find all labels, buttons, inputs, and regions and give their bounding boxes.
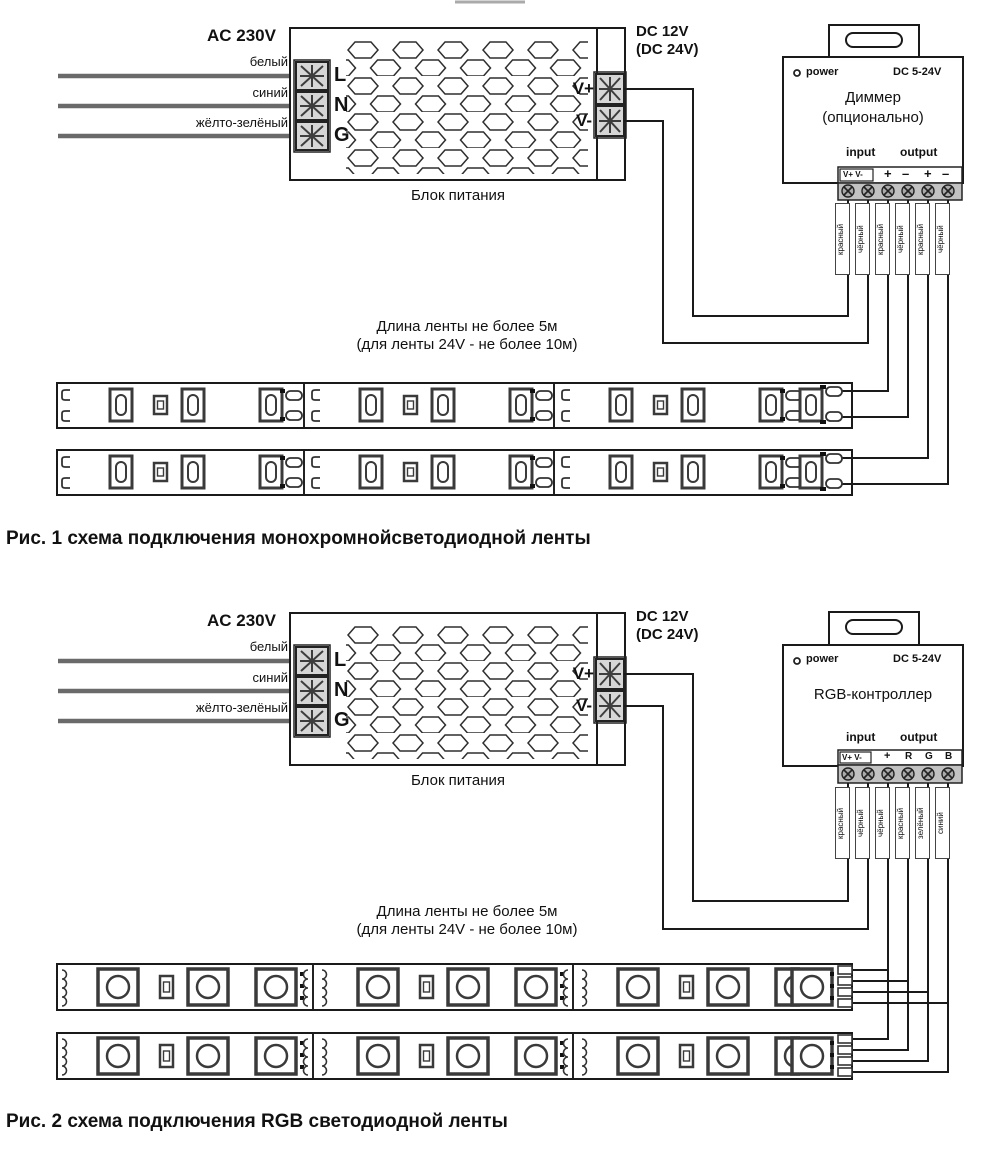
- fig1-power-supply: [289, 27, 627, 181]
- fig1-wire-label-white: белый: [249, 54, 288, 69]
- fig1-dimmer-voltage-range: DC 5-24V: [893, 66, 942, 78]
- fig1-wire-color-label-2: чёрный: [855, 203, 870, 275]
- fig1-dimmer-output-terminal-4: –: [942, 166, 950, 181]
- fig2-wire-color-label-6: синий: [935, 787, 950, 859]
- fig1-terminal-N: N: [334, 94, 349, 116]
- fig2-terminal-vplus: V+: [572, 664, 594, 683]
- fig2-controller-power-label: power: [806, 653, 839, 665]
- fig2-wire-label-white: белый: [249, 639, 288, 654]
- fig1-wire-color-label-3: красный: [875, 203, 890, 275]
- fig2-controller-output-terminal-1: +: [884, 750, 891, 762]
- fig1-ac-voltage-label: AC 230V: [207, 26, 276, 45]
- fig2-terminal-N: N: [334, 679, 349, 701]
- fig2-ac-wires: [58, 658, 300, 724]
- fig1-terminal-vminus: V-: [575, 111, 592, 130]
- fig2-psu-caption: Блок питания: [411, 772, 505, 789]
- fig1-psu-vent-grille: [346, 40, 588, 174]
- fig2-controller-title: RGB-контроллер: [813, 686, 933, 703]
- fig2-terminal-vminus: V-: [575, 696, 592, 715]
- fig1-dc-voltage-label-line2: (DC 24V): [636, 41, 699, 58]
- fig1-dimmer-input-terminal-label: V+ V-: [843, 170, 863, 179]
- fig1-dimmer-output-label: output: [900, 145, 938, 159]
- fig1-dimmer-output-terminal-1: +: [884, 166, 892, 181]
- fig2-terminal-L: L: [334, 649, 347, 671]
- fig2-power-supply: [289, 612, 627, 766]
- fig2-ac-voltage-label: AC 230V: [207, 611, 276, 630]
- fig1-dimmer-output-terminal-2: –: [902, 166, 910, 181]
- fig1-terminal-G: G: [334, 124, 350, 146]
- fig1-wire-label-yellow-green: жёлто-зелёный: [195, 115, 288, 130]
- fig1-led-strip-1: [56, 382, 853, 429]
- fig2-strip-2-end-connector: [790, 1034, 853, 1077]
- fig1-dimmer-output-terminal-3: +: [924, 166, 932, 181]
- fig2-dc-voltage-label-line2: (DC 24V): [636, 626, 699, 643]
- fig2-controller-output-terminal-3: G: [925, 751, 933, 762]
- fig1-caption: Рис. 1 схема подключения монохромнойсвет…: [6, 528, 591, 549]
- fig1-dimmer-power-label: power: [806, 66, 839, 78]
- fig2-caption: Рис. 2 схема подключения RGB светодиодно…: [6, 1111, 508, 1132]
- fig2-led-strip-2: [56, 1032, 853, 1080]
- fig1-dimmer-title-line2: (опционально): [822, 109, 924, 126]
- fig2-wire-label-yellow-green: жёлто-зелёный: [195, 700, 288, 715]
- fig2-wire-label-blue: синий: [252, 670, 288, 685]
- fig2-controller-output-terminal-2: R: [905, 751, 913, 762]
- fig2-wire-color-label-5: зелёный: [915, 787, 930, 859]
- fig2-controller-input-label: input: [846, 730, 876, 744]
- fig2-controller-voltage-range: DC 5-24V: [893, 653, 942, 665]
- fig1-strip-1-end-connector: [798, 385, 843, 424]
- fig1-led-strip-2: [56, 449, 853, 496]
- fig1-psu-caption: Блок питания: [411, 187, 505, 204]
- fig2-strip-note-line1: Длина ленты не более 5м: [376, 903, 558, 920]
- fig1-wire-color-label-5: красный: [915, 203, 930, 275]
- fig2-wire-color-label-4: красный: [895, 787, 910, 859]
- fig1-strip-note-line2: (для ленты 24V - не более 10м): [356, 336, 578, 353]
- fig2-terminal-G: G: [334, 709, 350, 731]
- fig2-wire-color-label-1: красный: [835, 787, 850, 859]
- fig1-dimmer-input-label: input: [846, 145, 876, 159]
- power-led-icon: [793, 69, 801, 77]
- fig2-strip-1-end-connector: [790, 965, 853, 1008]
- fig1-strip-2-end-connector: [798, 452, 843, 491]
- fig2-controller-output-label: output: [900, 730, 938, 744]
- fig2-wire-color-label-3: чёрный: [875, 787, 890, 859]
- fig2-strip-note-line2: (для ленты 24V - не более 10м): [356, 921, 578, 938]
- fig1-dc-voltage-label-line1: DC 12V: [636, 23, 689, 40]
- fig1-dimmer-box: [782, 24, 964, 201]
- fig1-terminal-L: L: [334, 64, 347, 86]
- fig1-wire-color-label-4: чёрный: [895, 203, 910, 275]
- fig1-dimmer-title-line1: Диммер: [845, 89, 901, 106]
- fig2-led-strip-1: [56, 963, 853, 1011]
- fig2-controller-input-terminal-label: V+ V-: [842, 753, 862, 762]
- fig2-dc-voltage-label-line1: DC 12V: [636, 608, 689, 625]
- fig1-strip-note-line1: Длина ленты не более 5м: [376, 318, 558, 335]
- fig1-terminal-vplus: V+: [572, 79, 594, 98]
- fig2-psu-vent-grille: [346, 625, 588, 759]
- fig2-rgb-controller-box: [782, 611, 964, 784]
- power-led-icon: [793, 657, 801, 665]
- fig2-dc-wires: [624, 673, 949, 1073]
- fig1-wire-color-label-6: чёрный: [935, 203, 950, 275]
- fig2-controller-output-terminal-4: B: [945, 751, 953, 762]
- fig1-wire-color-label-1: красный: [835, 203, 850, 275]
- fig2-wire-color-label-2: чёрный: [855, 787, 870, 859]
- fig1-wire-label-blue: синий: [252, 85, 288, 100]
- fig1-ac-wires: [58, 73, 300, 139]
